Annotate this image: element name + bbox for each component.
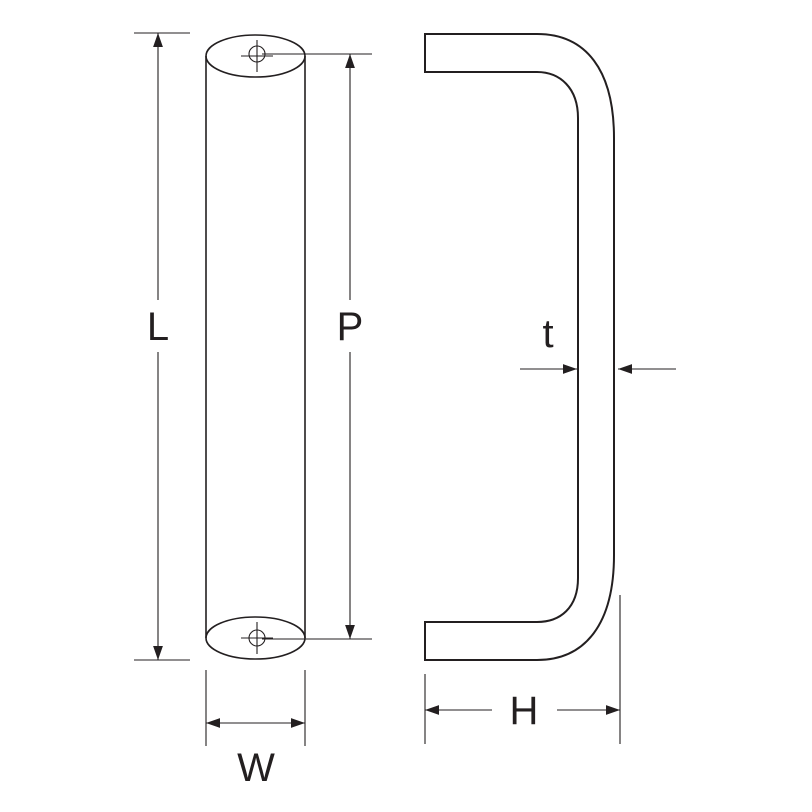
width-label: W — [237, 746, 275, 790]
pitch-label: P — [337, 305, 364, 349]
length-label: L — [147, 305, 169, 349]
dimension-length: L — [134, 32, 190, 661]
dimension-height: H — [424, 595, 621, 744]
dimension-pitch: P — [262, 53, 372, 640]
dimension-width: W — [205, 670, 306, 790]
height-label: H — [510, 689, 539, 733]
bottom-end-ellipse — [205, 616, 306, 660]
handle-profile — [424, 33, 615, 661]
dimension-thickness: t — [520, 312, 676, 374]
top-end-ellipse — [205, 34, 306, 78]
thickness-label: t — [542, 312, 553, 356]
front-view-bar — [205, 34, 306, 660]
side-view-handle — [424, 33, 615, 661]
